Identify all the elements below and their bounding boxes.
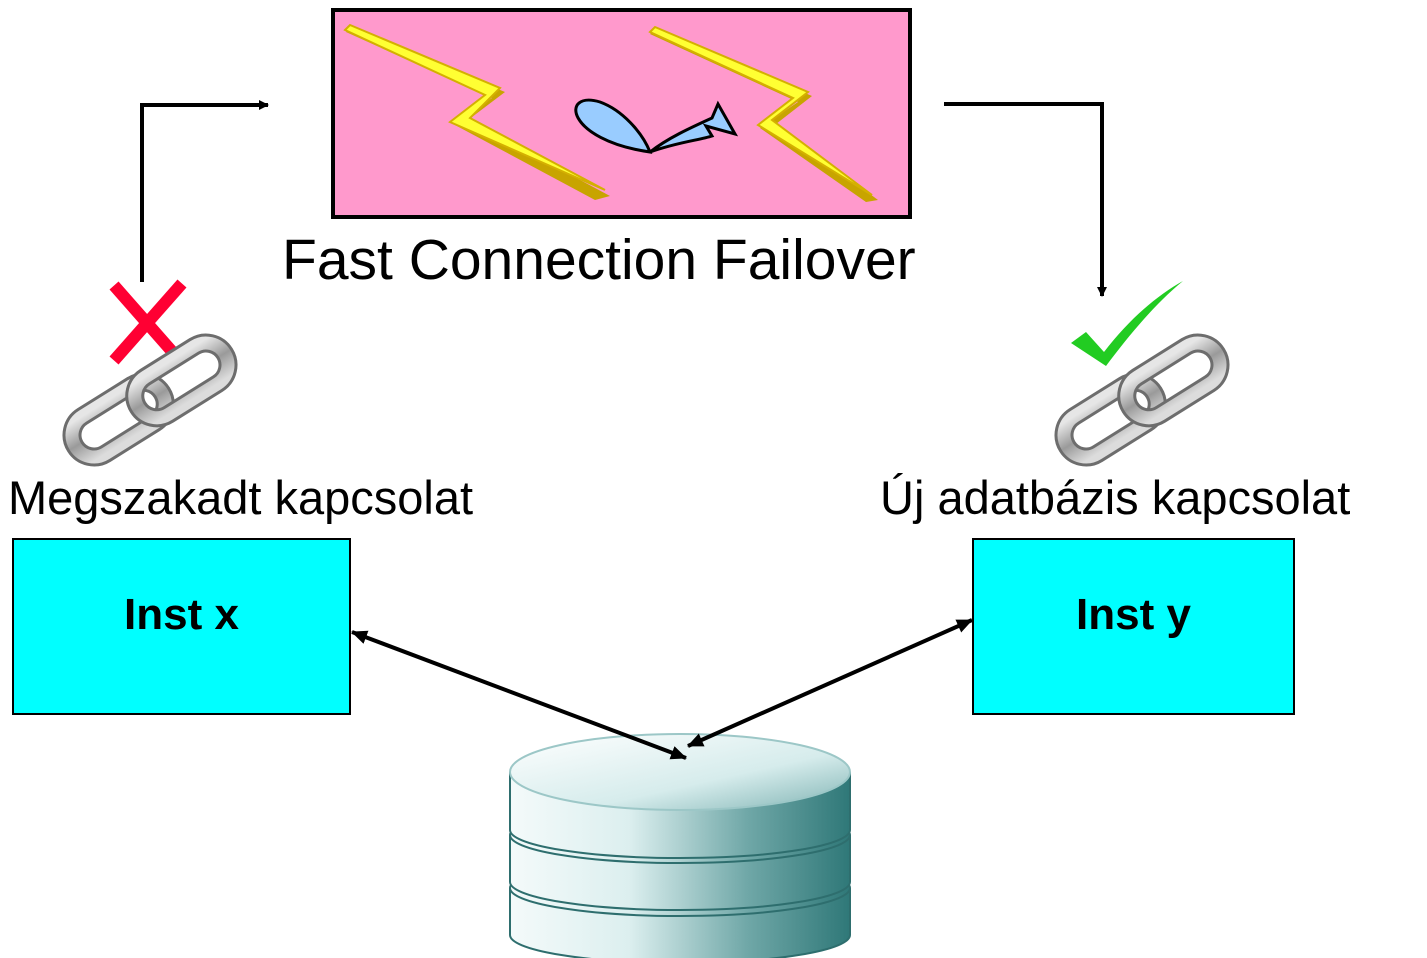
lightning-icon: [343, 23, 610, 200]
new-connection-label: Új adatbázis kapcsolat: [880, 471, 1351, 524]
lost-connection-label: Megszakadt kapcsolat: [8, 471, 474, 524]
chain-link-icon: [1054, 333, 1230, 467]
instance-x-label: Inst x: [124, 590, 239, 639]
database-icon: [509, 733, 851, 958]
inst-y-db-arrow: [687, 618, 973, 748]
curved-arrow-icon: [574, 98, 739, 154]
instance-y-box: Inst y: [972, 538, 1295, 715]
red-x-icon: [109, 279, 187, 365]
chain-link-icon: [62, 333, 238, 467]
fcf-box: [331, 8, 912, 219]
flow-arrow-to-new-connection: [944, 102, 1107, 297]
instance-x-box: Inst x: [12, 538, 351, 715]
lightning-icon: [648, 25, 878, 202]
flow-arrow-to-fcf: [140, 100, 269, 282]
instance-y-label: Inst y: [1076, 590, 1191, 639]
fcf-title: Fast Connection Failover: [282, 228, 916, 292]
inst-x-db-arrow: [351, 630, 687, 760]
green-check-icon: [1071, 281, 1183, 366]
